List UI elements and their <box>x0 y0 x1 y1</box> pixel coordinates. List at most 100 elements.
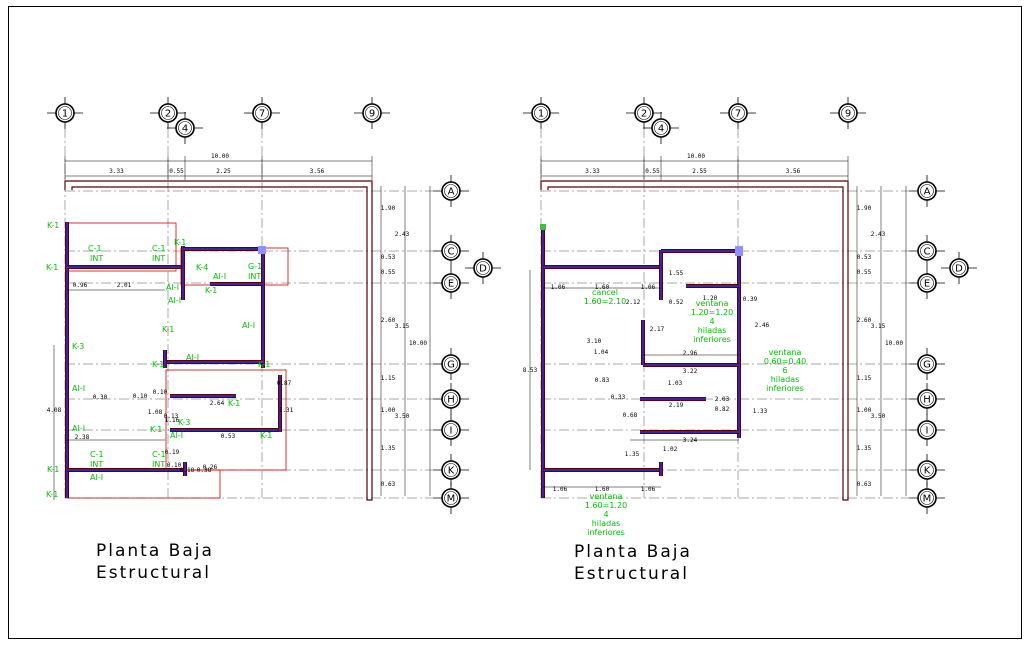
interior-dimension: 1.31 <box>279 407 294 414</box>
interior-dimension: 1.60 <box>595 486 610 493</box>
grid-bubble-inner <box>444 423 458 437</box>
interior-dimension: 0.13 <box>164 413 179 420</box>
structural-label: K-1 <box>258 360 270 369</box>
grid-row-E: E <box>448 279 454 290</box>
right-dimension: 3.50 <box>871 413 886 420</box>
grid-col-9: 9 <box>845 109 851 120</box>
interior-dimension: 1.06 <box>551 284 566 291</box>
structural-label: K-1 <box>228 399 240 408</box>
room-outline <box>165 369 287 471</box>
interior-dimension: 0.33 <box>611 394 626 401</box>
opening-note: inferiores <box>766 384 804 393</box>
grid-bubble-inner <box>444 276 458 290</box>
grid-row-H: H <box>923 395 931 406</box>
grid-bubble-inner <box>952 261 966 275</box>
top-dimension: 2.25 <box>216 168 231 175</box>
structural-label: K-1 <box>260 431 272 440</box>
structural-label: C-1 <box>152 450 166 459</box>
grid-col-7: 7 <box>259 109 265 120</box>
top-dimension: 3.56 <box>310 168 325 175</box>
interior-dimension: 0.52 <box>669 299 684 306</box>
interior-dimension: 0.83 <box>595 377 610 384</box>
right-dimension: 0.55 <box>381 269 396 276</box>
grid-bubble-inner <box>920 357 934 371</box>
opening-note: hiladas <box>771 375 800 384</box>
grid-bubble-inner <box>534 106 548 120</box>
interior-dimension: 3.10 <box>587 338 602 345</box>
interior-dimension: 0.39 <box>743 296 758 303</box>
interior-dimension: 0.30 <box>93 394 108 401</box>
structural-label: K-1 <box>152 360 164 369</box>
top-dimension: 2.55 <box>692 168 707 175</box>
interior-dimension: 1.06 <box>553 486 568 493</box>
structural-label: C-1 <box>88 244 102 253</box>
overall-dimension: 10.00 <box>211 153 229 160</box>
grid-col-2: 2 <box>165 109 171 120</box>
opening-note: 4 <box>709 317 714 326</box>
right-dimension: 3.15 <box>871 323 886 330</box>
right-dimension: 1.00 <box>857 407 872 414</box>
top-dimension: 0.55 <box>169 168 184 175</box>
grid-bubble-inner <box>920 491 934 505</box>
grid-bubble-inner <box>365 106 379 120</box>
grid-col-4: 4 <box>182 124 188 135</box>
column-marker <box>735 246 743 256</box>
opening-note: inferiores <box>587 528 625 537</box>
grid-bubble-inner <box>255 106 269 120</box>
grid-row-I: I <box>926 426 929 437</box>
structural-label: AI-I <box>186 353 199 362</box>
structural-label: K-1 <box>150 425 162 434</box>
right-dimension: 0.53 <box>381 254 396 261</box>
structural-label: AI-I <box>213 272 226 281</box>
right-dimension: 0.63 <box>381 481 396 488</box>
right-dimension: 0.63 <box>857 481 872 488</box>
interior-dimension: 0.10 <box>153 389 168 396</box>
grid-bubble-inner <box>178 121 192 135</box>
grid-row-E: E <box>924 279 930 290</box>
interior-dimension: 0.87 <box>277 380 292 387</box>
grid-row-D: D <box>955 264 963 275</box>
opening-note: 6 <box>782 366 787 375</box>
grid-row-G: G <box>923 360 931 371</box>
interior-dimension: 2.96 <box>683 350 698 357</box>
grid-col-4: 4 <box>658 124 664 135</box>
structural-label: INT <box>90 460 103 469</box>
grid-bubble-inner <box>58 106 72 120</box>
grid-col-9: 9 <box>369 109 375 120</box>
right-dimension: 0.53 <box>857 254 872 261</box>
structural-label: K-1 <box>46 263 58 272</box>
interior-dimension: 1.06 <box>641 284 656 291</box>
structural-label: K-3 <box>178 418 190 427</box>
structural-label: AI-I <box>72 384 85 393</box>
grid-row-K: K <box>448 466 455 477</box>
grid-bubble-inner <box>476 261 490 275</box>
interior-dimension: 2.17 <box>650 326 665 333</box>
grid-col-7: 7 <box>735 109 741 120</box>
grid-bubble-inner <box>444 463 458 477</box>
interior-dimension: 0.53 <box>221 433 236 440</box>
grid-bubble-inner <box>637 106 651 120</box>
opening-note: 1.20=1.20 <box>691 308 733 317</box>
drawing-subtitle: Estructural <box>96 563 211 583</box>
right-dimension: 10.00 <box>409 340 427 347</box>
grid-row-C: C <box>448 247 455 258</box>
property-boundary <box>540 180 849 501</box>
right-dimension: 1.90 <box>857 205 872 212</box>
grid-bubble-inner <box>731 106 745 120</box>
column-marker <box>540 224 546 230</box>
opening-note: hiladas <box>592 519 621 528</box>
structural-label: INT <box>152 254 165 263</box>
right-dimension: 3.50 <box>395 413 410 420</box>
structural-label: K-1 <box>47 221 59 230</box>
grid-row-K: K <box>924 466 931 477</box>
right-dimension: 1.35 <box>857 445 872 452</box>
drawing-subtitle: Estructural <box>574 564 689 584</box>
column-marker <box>258 246 266 254</box>
grid-row-A: A <box>448 187 455 198</box>
grid-bubble-inner <box>444 491 458 505</box>
left-dimension: 4.08 <box>47 407 62 414</box>
interior-dimension: 1.20 <box>703 295 718 302</box>
grid-row-A: A <box>924 187 931 198</box>
grid-bubble-inner <box>444 357 458 371</box>
